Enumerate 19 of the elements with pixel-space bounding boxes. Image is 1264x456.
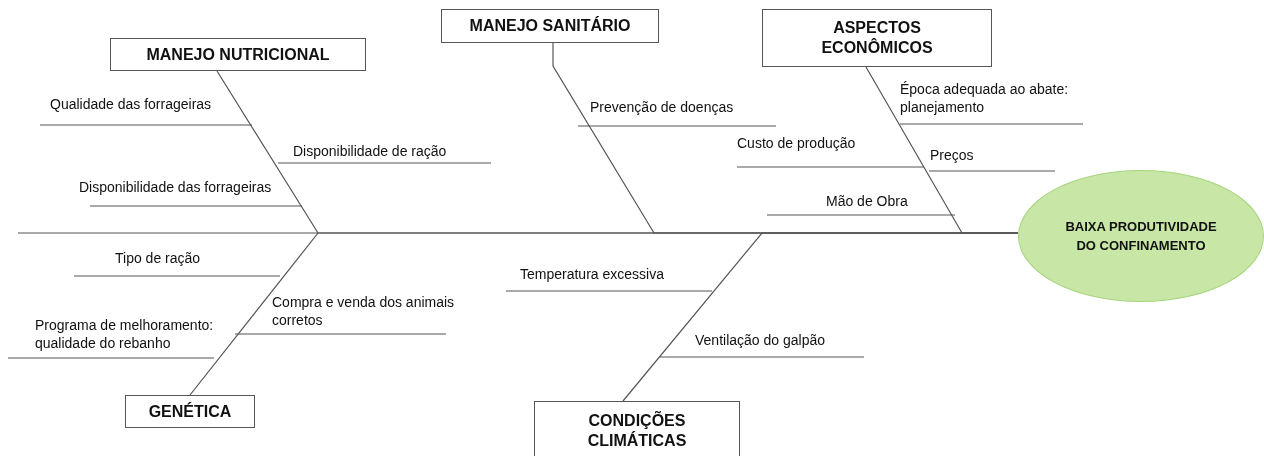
- cause-label: Mão de Obra: [826, 192, 909, 210]
- cause-label: Temperatura excessiva: [520, 265, 665, 283]
- cause-label: Época adequada ao abate: planejamento: [900, 80, 1070, 116]
- cause-label: Prevenção de doenças: [590, 98, 735, 116]
- category-box: GENÉTICA: [125, 395, 255, 428]
- cause-label: Tipo de ração: [115, 249, 202, 267]
- category-box: ASPECTOS ECONÔMICOS: [762, 9, 992, 67]
- cause-label: Disponibilidade das forrageiras: [79, 178, 273, 196]
- cause-label: Preços: [930, 146, 975, 164]
- cause-label: Ventilação do galpão: [695, 331, 826, 349]
- cause-label: Programa de melhoramento: qualidade do rebanho: [35, 316, 215, 352]
- effect-ellipse: BAIXA PRODUTIVIDADE DO CONFINAMENTO: [1018, 170, 1264, 302]
- cause-label: Disponibilidade de ração: [293, 142, 448, 160]
- category-box: MANEJO NUTRICIONAL: [110, 38, 366, 71]
- category-box: CONDIÇÕES CLIMÁTICAS: [534, 401, 740, 456]
- cause-label: Custo de produção: [737, 134, 857, 152]
- cause-label: Qualidade das forrageiras: [50, 95, 213, 113]
- category-box: MANEJO SANITÁRIO: [441, 9, 659, 43]
- cause-label: Compra e venda dos animais corretos: [272, 293, 456, 329]
